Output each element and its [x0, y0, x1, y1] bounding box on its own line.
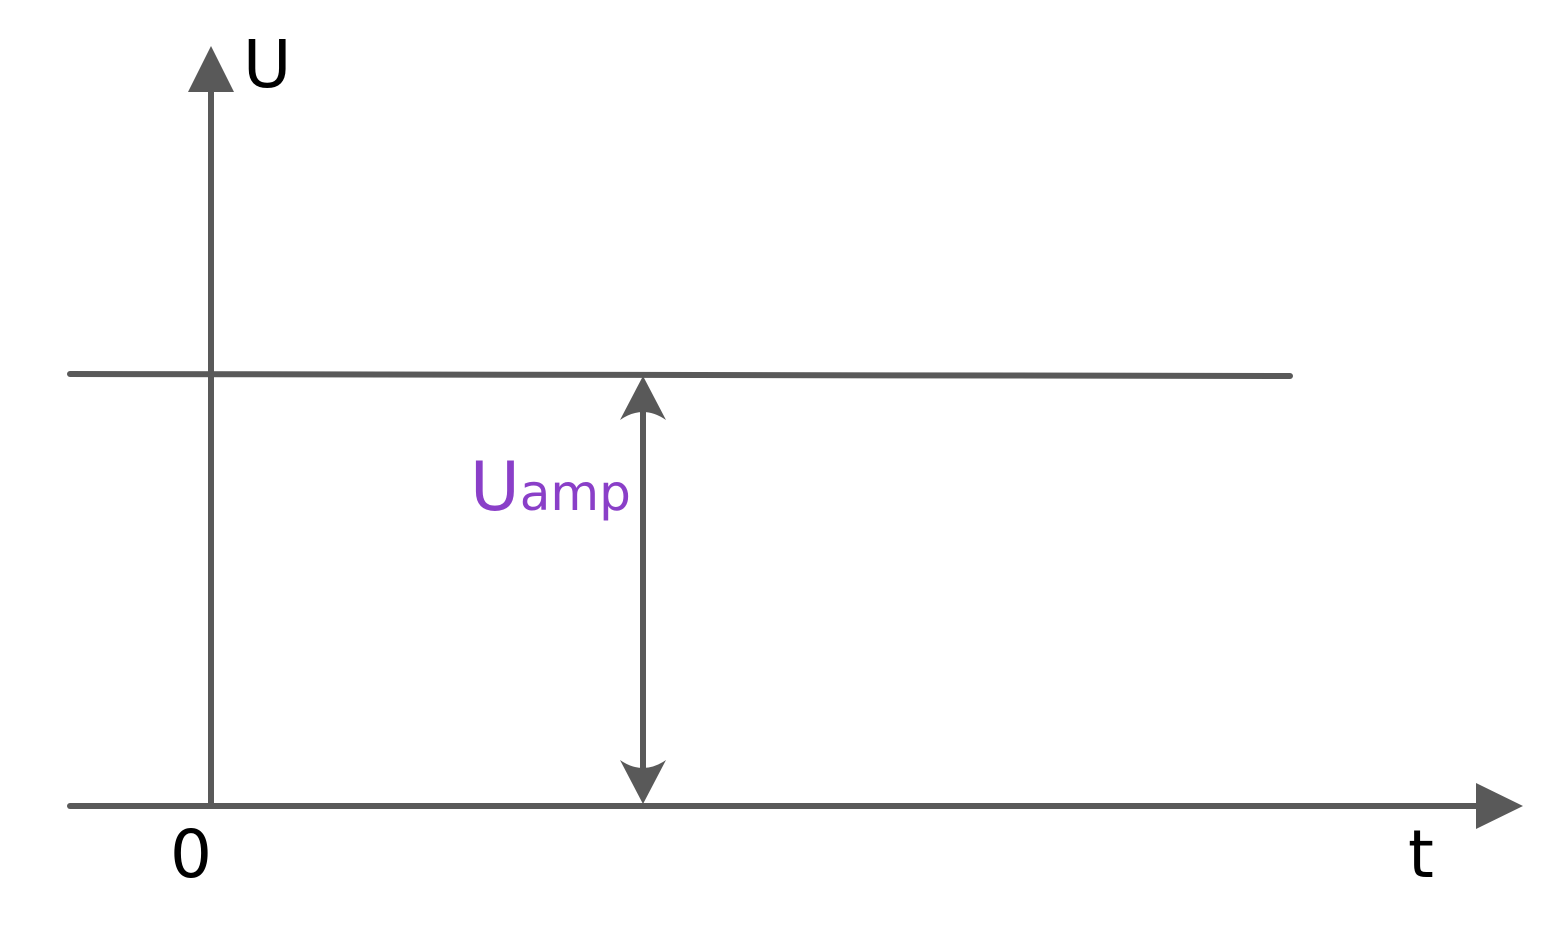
amplitude-arrowhead-top [620, 376, 666, 420]
amplitude-arrowhead-bottom [620, 760, 666, 804]
amplitude-label-sub: amp [520, 464, 631, 522]
y-axis-arrowhead [188, 46, 234, 92]
x-axis-arrowhead [1476, 783, 1523, 829]
x-axis-label: t [1408, 816, 1434, 893]
origin-label: 0 [170, 816, 212, 893]
y-axis-label: U [243, 26, 291, 103]
signal-level-line [67, 371, 1293, 379]
amplitude-label: Uamp [470, 448, 631, 527]
amplitude-label-main: U [470, 448, 520, 527]
